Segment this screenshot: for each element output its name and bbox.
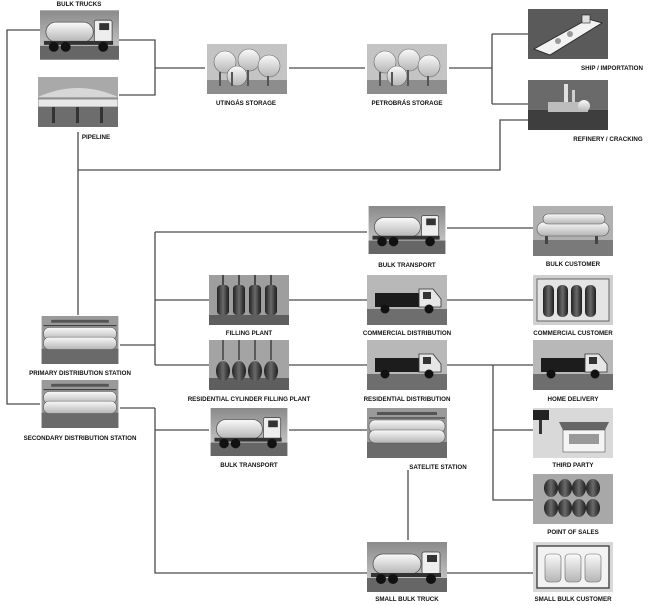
node-home-delivery: HOME DELIVERY	[533, 340, 613, 403]
node-third-party: THIRD PARTY	[533, 408, 613, 469]
ship-icon	[528, 8, 608, 60]
tanker-truck-icon	[368, 206, 446, 254]
spherical-tanks-icon	[366, 44, 448, 94]
label-satelite-station: SATELITE STATION	[409, 464, 467, 471]
node-residential-cylinder-filling-plant: RESIDENTIAL CYLINDER FILLING PLANT	[188, 340, 311, 403]
node-commercial-customer: COMMERCIAL CUSTOMER	[533, 275, 613, 337]
node-small-bulk-customer: SMALL BULK CUSTOMER	[533, 542, 613, 603]
label-filling-plant: FILLING PLANT	[226, 330, 273, 337]
node-utingas-storage: UTINGÁS STORAGE	[206, 44, 288, 107]
connector-residential-branches	[289, 364, 533, 501]
label-commercial-customer: COMMERCIAL CUSTOMER	[533, 330, 613, 337]
label-residential-distribution: RESIDENTIAL DISTRIBUTION	[364, 396, 451, 403]
label-point-of-sales: POINT OF SALES	[547, 529, 599, 536]
connector-trucks-pipeline-junction	[119, 39, 205, 96]
node-bulk-transport-bottom: BULK TRANSPORT	[210, 408, 288, 469]
label-utingas-storage: UTINGÁS STORAGE	[216, 100, 276, 107]
refinery-icon	[528, 80, 608, 130]
label-primary-distribution-station: PRIMARY DISTRIBUTION STATION	[29, 370, 131, 377]
node-point-of-sales: POINT OF SALES	[533, 474, 613, 536]
label-pipeline: PIPELINE	[82, 134, 110, 141]
node-small-bulk-truck: SMALL BULK TRUCK	[367, 542, 447, 603]
node-filling-plant: FILLING PLANT	[209, 275, 289, 337]
node-pipeline: PIPELINE	[38, 76, 118, 141]
delivery-truck-icon	[533, 340, 613, 390]
label-small-bulk-truck: SMALL BULK TRUCK	[375, 596, 439, 603]
spherical-tanks-icon	[206, 44, 288, 94]
node-secondary-distribution-station: SECONDARY DISTRIBUTION STATION	[24, 380, 137, 442]
node-bulk-customer: BULK CUSTOMER	[533, 206, 613, 268]
connector-refinery-return	[78, 119, 528, 171]
delivery-truck-icon	[367, 275, 447, 325]
connectors	[6, 29, 533, 574]
connector-petrobras-ship-refinery	[449, 33, 528, 105]
tank-farm-icon	[41, 316, 119, 364]
label-petrobras-storage: PETROBRÁS STORAGE	[371, 100, 442, 107]
storage-tank-icon	[533, 206, 613, 256]
tanker-truck-icon	[210, 408, 288, 456]
tank-farm-icon	[41, 380, 119, 428]
label-bulk-customer: BULK CUSTOMER	[546, 261, 601, 268]
small-tanks-icon	[533, 542, 613, 592]
connector-primary-branches	[120, 231, 367, 366]
connector-left-trunk	[6, 29, 40, 405]
node-refinery-cracking: REFINERY / CRACKING	[528, 80, 643, 143]
label-third-party: THIRD PARTY	[552, 462, 594, 469]
label-home-delivery: HOME DELIVERY	[548, 396, 600, 403]
cylinder-rack-icon	[533, 275, 613, 325]
node-satelite-station: SATELITE STATION	[367, 408, 467, 471]
stacked-cylinders-icon	[533, 474, 613, 524]
tanker-truck-icon	[367, 542, 447, 592]
label-commercial-distribution: COMMERCIAL DISTRIBUTION	[363, 330, 452, 337]
hanging-cylinders-icon	[209, 275, 289, 325]
kiosk-icon	[533, 408, 613, 458]
label-bulk-transport-top: BULK TRANSPORT	[378, 262, 436, 269]
node-residential-distribution: RESIDENTIAL DISTRIBUTION	[364, 340, 451, 403]
tank-farm-icon	[367, 408, 447, 458]
delivery-truck-icon	[367, 340, 447, 390]
label-bulk-trucks: BULK TRUCKS	[57, 1, 102, 8]
node-petrobras-storage: PETROBRÁS STORAGE	[366, 44, 448, 107]
connector-secondary-branches	[120, 407, 367, 574]
hanging-cylinders-icon	[209, 340, 289, 390]
label-small-bulk-customer: SMALL BULK CUSTOMER	[534, 596, 612, 603]
node-commercial-distribution: COMMERCIAL DISTRIBUTION	[363, 275, 452, 337]
label-residential-cylinder-filling-plant: RESIDENTIAL CYLINDER FILLING PLANT	[188, 396, 311, 403]
node-bulk-trucks: BULK TRUCKS	[40, 1, 119, 60]
label-ship-importation: SHIP / IMPORTATION	[581, 65, 643, 72]
label-refinery-cracking: REFINERY / CRACKING	[573, 136, 643, 143]
node-bulk-transport-top: BULK TRANSPORT	[368, 206, 446, 269]
node-primary-distribution-station: PRIMARY DISTRIBUTION STATION	[29, 316, 131, 377]
tanker-truck-icon	[40, 10, 119, 60]
label-secondary-distribution-station: SECONDARY DISTRIBUTION STATION	[24, 435, 137, 442]
label-bulk-transport-bottom: BULK TRANSPORT	[220, 462, 278, 469]
node-ship-importation: SHIP / IMPORTATION	[528, 8, 643, 72]
pipeline-icon	[38, 76, 118, 128]
